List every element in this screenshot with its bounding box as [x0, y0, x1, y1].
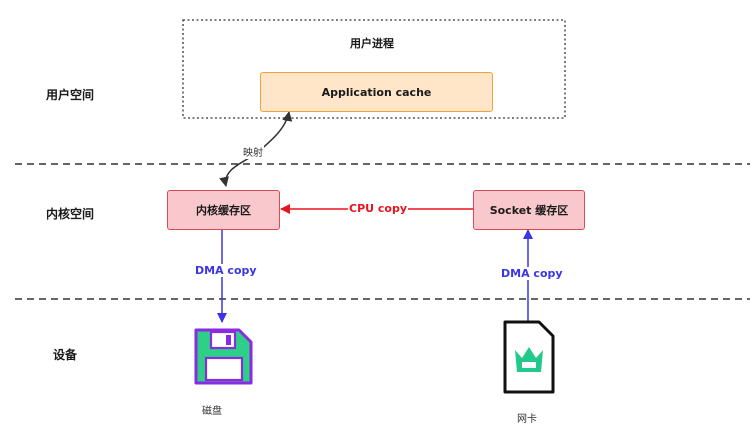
dma-copy-disk-label: DMA copy [194, 264, 258, 277]
floppy-disk-icon [194, 328, 253, 385]
user-process-title: 用户进程 [350, 37, 394, 50]
application-cache-label: Application cache [321, 85, 432, 99]
socket-buffer-label: Socket 缓存区 [489, 204, 569, 217]
zone-label-kernel-space: 内核空间 [46, 207, 95, 221]
kernel-buffer-box: 内核缓存区 [167, 190, 280, 230]
cpu-copy-label: CPU copy [348, 202, 409, 215]
kernel-buffer-label: 内核缓存区 [196, 204, 251, 217]
nic-label: 网卡 [517, 414, 537, 425]
mmap-label: 映射 [242, 144, 264, 159]
zone-label-devices: 设备 [53, 348, 78, 362]
application-cache-box: Application cache [260, 72, 493, 112]
disk-label: 磁盘 [202, 406, 222, 417]
user-process-container [182, 19, 566, 119]
socket-buffer-box: Socket 缓存区 [473, 190, 585, 230]
network-card-icon [503, 320, 555, 394]
dma-copy-nic-label: DMA copy [500, 267, 564, 280]
zone-label-user-space: 用户空间 [46, 88, 95, 102]
